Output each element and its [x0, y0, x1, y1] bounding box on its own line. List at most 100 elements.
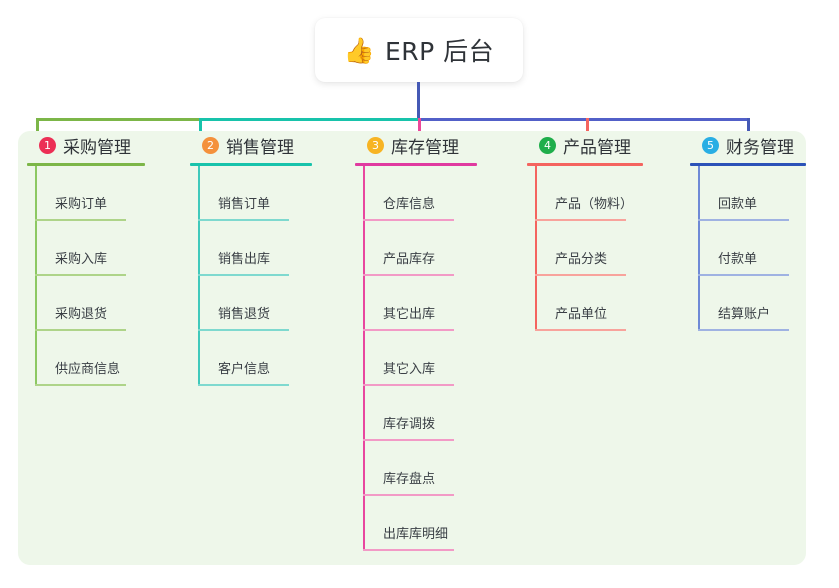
- leaf-rule: [363, 219, 454, 221]
- leaf-rule: [198, 274, 289, 276]
- leaf-spine-purchase: [35, 166, 37, 386]
- leaf-label: 仓库信息: [383, 197, 436, 212]
- leaf-label: 销售出库: [218, 252, 271, 267]
- leaf-item[interactable]: 出库库明细: [355, 496, 477, 551]
- leaf-rule: [363, 439, 454, 441]
- connector-drop-purchase: [36, 118, 39, 140]
- leaf-label: 库存盘点: [383, 472, 436, 487]
- leaf-list-purchase: 采购订单采购入库采购退货供应商信息: [27, 166, 145, 386]
- leaf-rule: [35, 219, 126, 221]
- leaf-item[interactable]: 产品（物料）: [527, 166, 643, 221]
- leaf-label: 采购退货: [55, 307, 108, 322]
- leaf-item[interactable]: 客户信息: [190, 331, 312, 386]
- leaf-rule: [363, 384, 454, 386]
- leaf-item[interactable]: 产品库存: [355, 221, 477, 276]
- leaf-item[interactable]: 销售出库: [190, 221, 312, 276]
- leaf-label: 供应商信息: [55, 362, 121, 377]
- leaf-rule: [698, 329, 789, 331]
- leaf-item[interactable]: 结算账户: [690, 276, 806, 331]
- leaf-spine-sales: [198, 166, 200, 386]
- leaf-item[interactable]: 库存盘点: [355, 441, 477, 496]
- leaf-spine-finance: [698, 166, 700, 331]
- leaf-item[interactable]: 产品分类: [527, 221, 643, 276]
- leaf-label: 付款单: [718, 252, 758, 267]
- leaf-item[interactable]: 其它入库: [355, 331, 477, 386]
- leaf-list-inventory: 仓库信息产品库存其它出库其它入库库存调拨库存盘点出库库明细: [355, 166, 477, 551]
- leaf-rule: [198, 329, 289, 331]
- leaf-rule: [698, 274, 789, 276]
- leaf-item[interactable]: 库存调拨: [355, 386, 477, 441]
- column-badge-inventory: 3: [367, 136, 384, 154]
- column-rule-finance: [690, 163, 806, 166]
- column-rule-purchase: [27, 163, 145, 166]
- column-product: 4 产品管理产品（物料） 产品分类产品单位: [527, 131, 643, 331]
- leaf-rule: [363, 329, 454, 331]
- column-header-product[interactable]: 4 产品管理: [527, 131, 643, 159]
- leaf-item[interactable]: 付款单: [690, 221, 806, 276]
- column-rule-sales: [190, 163, 312, 166]
- leaf-label: 销售订单: [218, 197, 271, 212]
- leaf-list-product: 产品（物料） 产品分类产品单位: [527, 166, 643, 331]
- leaf-label: 采购订单: [55, 197, 108, 212]
- leaf-label: 产品分类: [555, 252, 608, 267]
- leaf-label: 其它入库: [383, 362, 436, 377]
- connector-drop-inventory: [418, 118, 421, 140]
- leaf-item[interactable]: 仓库信息: [355, 166, 477, 221]
- leaf-item[interactable]: 产品单位: [527, 276, 643, 331]
- leaf-spine-inventory: [363, 166, 365, 551]
- leaf-label: 结算账户: [718, 307, 771, 322]
- leaf-rule: [363, 549, 454, 551]
- leaf-label: 采购入库: [55, 252, 108, 267]
- leaf-rule: [198, 384, 289, 386]
- column-title-sales: 销售管理: [226, 137, 294, 158]
- root-node-title: ERP 后台: [384, 37, 495, 66]
- leaf-item[interactable]: 销售退货: [190, 276, 312, 331]
- leaf-label: 产品库存: [383, 252, 436, 267]
- column-purchase: 1 采购管理采购订单采购入库采购退货供应商信息: [27, 131, 145, 386]
- connector-bar-indigo: [419, 118, 749, 121]
- root-node[interactable]: 👍 ERP 后台: [315, 18, 523, 82]
- leaf-item[interactable]: 其它出库: [355, 276, 477, 331]
- leaf-item[interactable]: 回款单: [690, 166, 806, 221]
- leaf-label: 回款单: [718, 197, 758, 212]
- leaf-label: 库存调拨: [383, 417, 436, 432]
- leaf-item[interactable]: 采购退货: [27, 276, 145, 331]
- leaf-rule: [535, 274, 626, 276]
- leaf-rule: [35, 384, 126, 386]
- leaf-label: 产品（物料）: [555, 197, 634, 212]
- leaf-list-sales: 销售订单销售出库销售退货客户信息: [190, 166, 312, 386]
- column-header-finance[interactable]: 5 财务管理: [690, 131, 806, 159]
- thumbs-up-icon: 👍: [343, 35, 375, 65]
- column-rule-inventory: [355, 163, 477, 166]
- column-finance: 5 财务管理回款单付款单结算账户: [690, 131, 806, 331]
- column-title-purchase: 采购管理: [63, 137, 131, 158]
- leaf-label: 客户信息: [218, 362, 271, 377]
- column-rule-product: [527, 163, 643, 166]
- leaf-rule: [698, 219, 789, 221]
- connector-bar-green: [36, 118, 199, 121]
- leaf-list-finance: 回款单付款单结算账户: [690, 166, 806, 331]
- connector-stem: [417, 82, 420, 121]
- leaf-spine-product: [535, 166, 537, 331]
- leaf-item[interactable]: 采购订单: [27, 166, 145, 221]
- leaf-label: 其它出库: [383, 307, 436, 322]
- column-inventory: 3 库存管理仓库信息产品库存其它出库其它入库库存调拨库存盘点出库库明细: [355, 131, 477, 551]
- column-title-inventory: 库存管理: [391, 137, 459, 158]
- leaf-item[interactable]: 采购入库: [27, 221, 145, 276]
- leaf-rule: [535, 329, 626, 331]
- leaf-item[interactable]: 销售订单: [190, 166, 312, 221]
- column-header-purchase[interactable]: 1 采购管理: [27, 131, 145, 159]
- column-header-inventory[interactable]: 3 库存管理: [355, 131, 477, 159]
- column-title-product: 产品管理: [563, 137, 631, 158]
- column-title-finance: 财务管理: [726, 137, 794, 158]
- connector-drop-sales: [199, 118, 202, 140]
- column-badge-finance: 5: [702, 136, 719, 154]
- column-badge-product: 4: [539, 136, 556, 154]
- column-badge-purchase: 1: [39, 136, 56, 154]
- leaf-rule: [35, 329, 126, 331]
- leaf-rule: [535, 219, 626, 221]
- leaf-item[interactable]: 供应商信息: [27, 331, 145, 386]
